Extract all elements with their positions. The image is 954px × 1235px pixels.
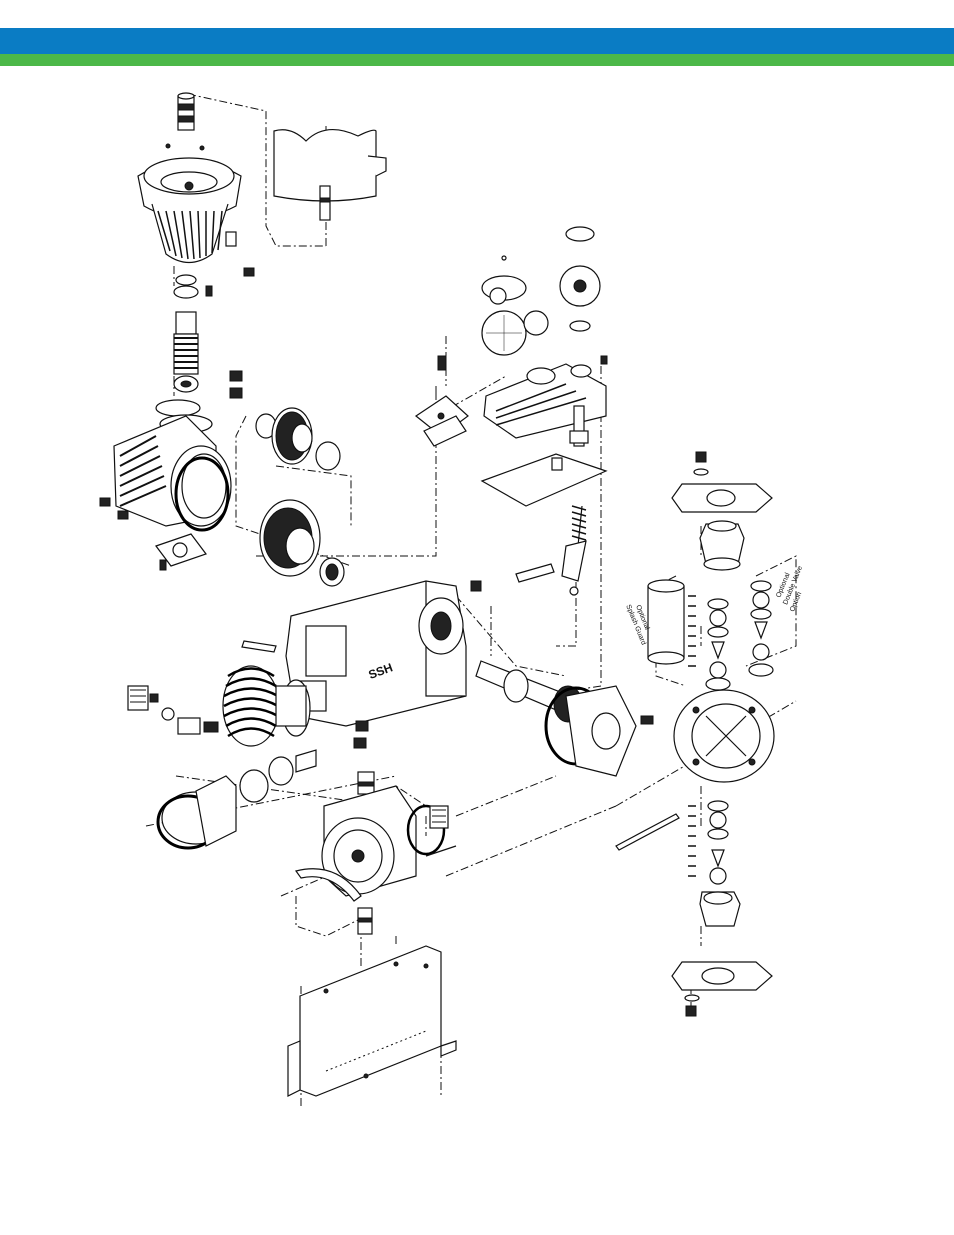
motor-adapter-assembly — [138, 93, 254, 276]
worm-shaft-stack — [174, 275, 242, 398]
liquid-end-assembly — [616, 452, 774, 1016]
worm-housing — [100, 400, 231, 570]
header-blue-stripe — [0, 28, 954, 54]
svg-text:Optional Double Valve: Optional Double Valve Option — [772, 560, 810, 613]
header-green-stripe — [0, 54, 954, 66]
gear-train — [256, 408, 344, 586]
exploded-pump-diagram: SSH — [96, 86, 810, 1116]
stroke-adjust-assembly — [482, 227, 607, 446]
mounting-base — [288, 946, 456, 1096]
coupling-guard — [274, 130, 386, 220]
header-band — [0, 0, 954, 66]
drive-shaft-assembly — [476, 661, 653, 776]
leader-lines — [146, 94, 796, 1106]
